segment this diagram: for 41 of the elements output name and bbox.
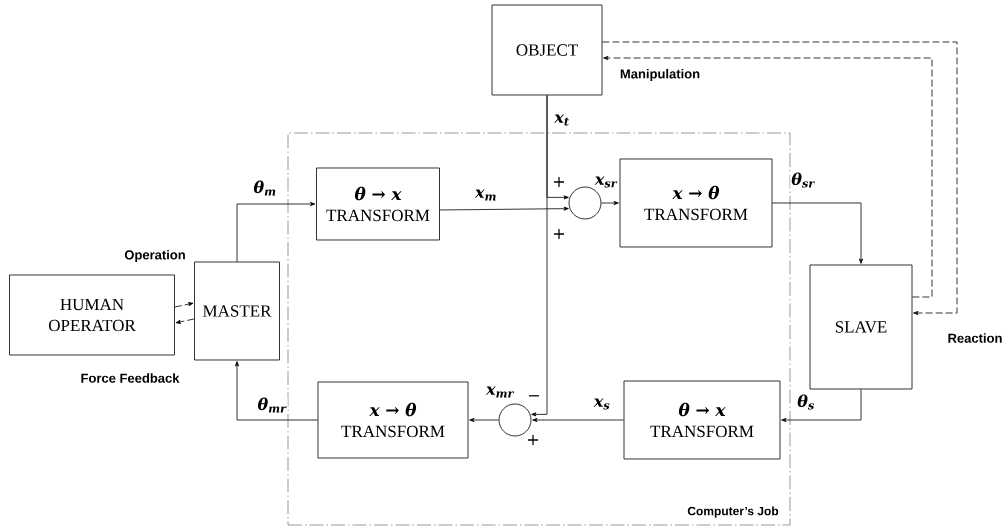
edge-label: Manipulation bbox=[618, 67, 702, 83]
arrow bbox=[439, 206, 569, 211]
edge-label: θ$_{s}$ bbox=[796, 393, 816, 411]
arrow bbox=[469, 418, 499, 422]
arrow bbox=[174, 302, 194, 308]
arrow bbox=[175, 318, 195, 324]
edge-label: Reaction bbox=[946, 332, 1004, 344]
edge-label: θ$_{mr}$ bbox=[256, 396, 288, 414]
edge-label: Operation bbox=[123, 248, 187, 264]
edge-label: Force Feedback bbox=[79, 372, 181, 384]
arrow bbox=[236, 202, 316, 262]
block-box: x → θ TRANSFORM bbox=[317, 381, 469, 459]
sign-label: − bbox=[529, 395, 539, 397]
frame-caption: Computer’s Job bbox=[687, 506, 779, 518]
block-box: HUMAN OPERATOR bbox=[9, 274, 175, 356]
arrow bbox=[603, 56, 933, 298]
arrow bbox=[601, 201, 619, 205]
block-box: MASTER bbox=[194, 261, 280, 361]
arrow bbox=[235, 361, 318, 421]
summing-junction bbox=[498, 403, 532, 437]
sign-label: + bbox=[554, 177, 564, 187]
block-box: SLAVE bbox=[809, 264, 913, 390]
edge-label: x$_{sr}$ bbox=[593, 175, 619, 189]
edge-label: x$_{mr}$ bbox=[485, 385, 515, 399]
edge-label: x$_{t}$ bbox=[553, 113, 571, 127]
block-box: θ → x TRANSFORM bbox=[316, 167, 440, 241]
summing-junction bbox=[568, 186, 602, 220]
block-box: OBJECT bbox=[491, 4, 603, 96]
block-box: x → θ TRANSFORM bbox=[619, 158, 773, 248]
arrow bbox=[531, 95, 548, 417]
edge-label: x$_{m}$ bbox=[474, 188, 498, 202]
edge-label: x$_{s}$ bbox=[592, 397, 612, 411]
arrow bbox=[532, 418, 624, 422]
arrow bbox=[602, 41, 958, 315]
arrow bbox=[781, 389, 862, 422]
sign-label: + bbox=[554, 229, 564, 239]
block-box: θ → x TRANSFORM bbox=[623, 380, 781, 460]
sign-label: + bbox=[528, 435, 538, 445]
arrow bbox=[772, 202, 863, 264]
edge-label: θ$_{m}$ bbox=[252, 179, 278, 197]
edge-label: θ$_{sr}$ bbox=[790, 171, 816, 189]
